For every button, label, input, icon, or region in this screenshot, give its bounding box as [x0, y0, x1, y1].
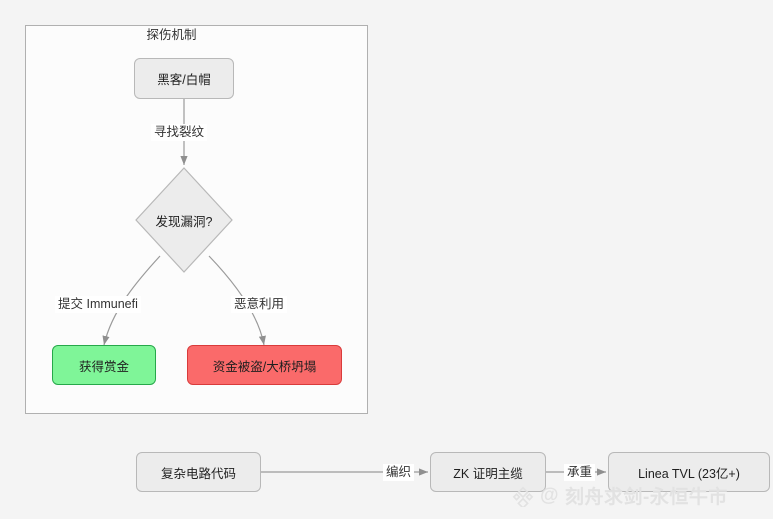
edge-label-hacker-decide: 寻找裂纹 [151, 124, 208, 141]
node-tvl[interactable]: Linea TVL (23亿+) [608, 452, 770, 492]
node-code-label: 复杂电路代码 [160, 466, 236, 481]
node-zk-label: ZK 证明主缆 [453, 466, 523, 481]
node-zk[interactable]: ZK 证明主缆 [430, 452, 546, 492]
diamond-shape [135, 167, 233, 273]
edge-label-decide-bounty: 提交 Immunefi [55, 296, 141, 313]
watermark-text: 刻舟求剑-永恒牛市 [565, 487, 728, 508]
edge-label-code-zk: 编织 [383, 464, 415, 481]
node-hacker-label: 黑客/白帽 [157, 73, 211, 87]
node-bounty-label: 获得赏金 [78, 359, 129, 374]
node-hacker[interactable]: 黑客/白帽 [134, 58, 234, 99]
watermark-at: @ [540, 484, 560, 506]
edge-label-zk-tvl: 承重 [564, 464, 596, 481]
node-tvl-label: Linea TVL (23亿+) [638, 466, 740, 481]
node-exploit-label: 资金被盗/大桥坍塌 [212, 359, 317, 374]
node-bounty[interactable]: 获得赏金 [52, 345, 156, 385]
subgraph-title: 探伤机制 [146, 28, 197, 42]
diamond-logo-icon [512, 486, 534, 507]
node-code[interactable]: 复杂电路代码 [136, 452, 261, 492]
node-decide-label: 发现漏洞? [155, 214, 213, 229]
edge-label-decide-exploit: 恶意利用 [231, 296, 288, 313]
node-exploit[interactable]: 资金被盗/大桥坍塌 [187, 345, 342, 385]
watermark: @ 刻舟求剑-永恒牛市 [512, 482, 728, 509]
node-decide[interactable]: 发现漏洞? [135, 167, 233, 273]
